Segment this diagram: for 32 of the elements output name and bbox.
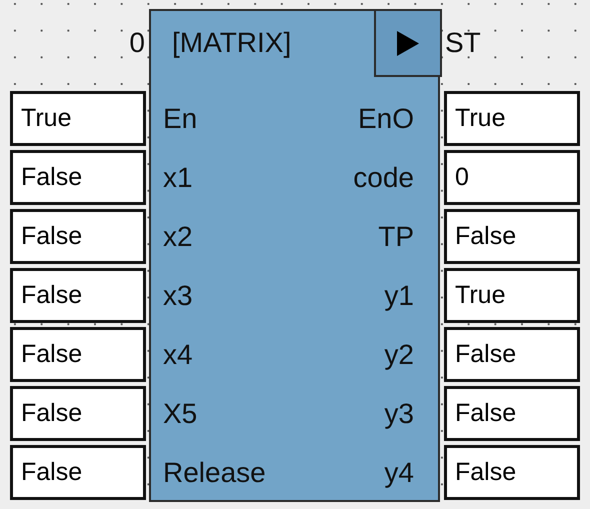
input-value-field: False bbox=[10, 209, 146, 264]
input-pin-label: En bbox=[163, 102, 198, 134]
output-pin-label: TP bbox=[378, 220, 414, 252]
output-pin-label: y2 bbox=[384, 338, 414, 370]
input-pin-label: X5 bbox=[163, 398, 198, 430]
state-label: ST bbox=[445, 27, 481, 59]
output-value-field: False bbox=[444, 445, 580, 500]
output-value-field: False bbox=[444, 209, 580, 264]
output-pin-label: y1 bbox=[384, 280, 414, 312]
output-value-field: False bbox=[444, 386, 580, 441]
input-pin-label: x1 bbox=[163, 162, 193, 194]
input-value-field: False bbox=[10, 445, 146, 500]
output-pin-label: y4 bbox=[384, 456, 414, 488]
instance-number: 0 bbox=[129, 27, 145, 59]
output-pin-label: EnO bbox=[358, 102, 414, 134]
output-value-field: True bbox=[444, 268, 580, 323]
output-value-field: False bbox=[444, 327, 580, 382]
input-value-field: False bbox=[10, 150, 146, 205]
output-value-field: 0 bbox=[444, 150, 580, 205]
input-value-field: True bbox=[10, 91, 146, 146]
function-block bbox=[149, 9, 440, 502]
input-value-field: False bbox=[10, 268, 146, 323]
input-pin-label: Release bbox=[163, 456, 266, 488]
input-value-field: False bbox=[10, 386, 146, 441]
output-pin-label: code bbox=[353, 162, 414, 194]
output-pin-label: y3 bbox=[384, 398, 414, 430]
input-pin-label: x2 bbox=[163, 220, 193, 252]
input-pin-label: x4 bbox=[163, 338, 193, 370]
block-title: [MATRIX] bbox=[172, 27, 292, 59]
output-value-field: True bbox=[444, 91, 580, 146]
input-value-field: False bbox=[10, 327, 146, 382]
input-pin-label: x3 bbox=[163, 280, 193, 312]
